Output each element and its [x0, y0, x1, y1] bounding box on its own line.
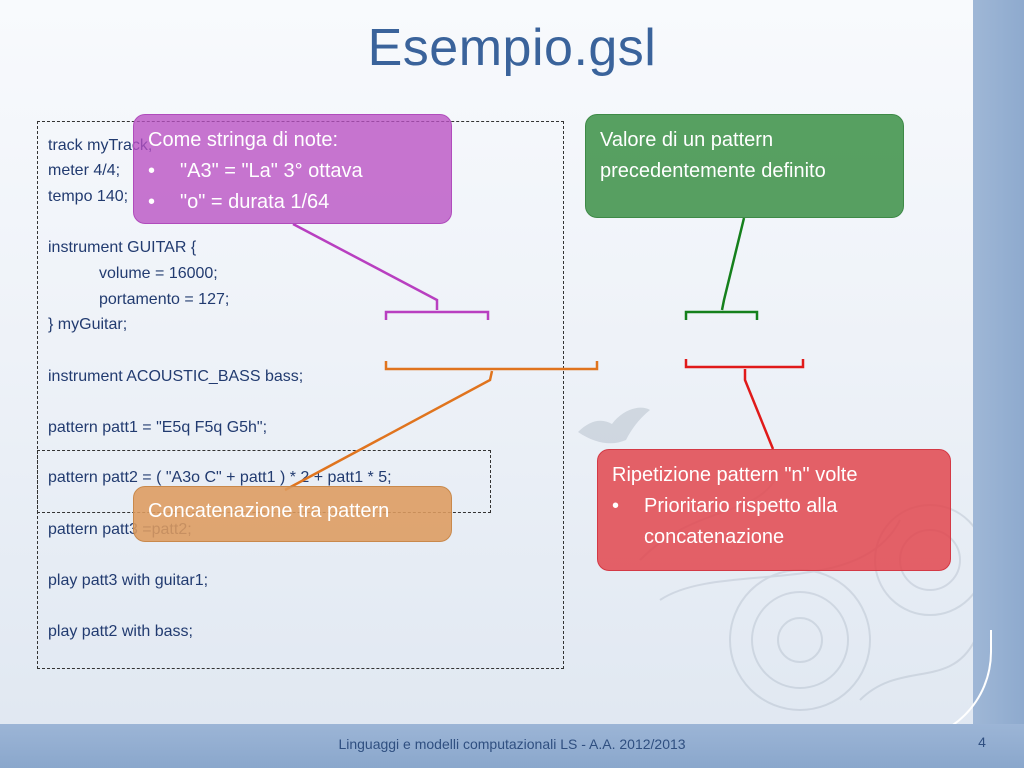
code-line: } myGuitar; — [48, 316, 128, 333]
bullet-text: "A3" = "La" 3° ottava — [180, 160, 363, 182]
callout-line: Concatenazione tra pattern — [148, 500, 390, 522]
callout-heading: Ripetizione pattern "n" volte — [612, 464, 858, 486]
bullet-item: • "A3" = "La" 3° ottava — [148, 156, 437, 187]
bird-icon — [578, 407, 650, 444]
code-line: instrument GUITAR { — [48, 239, 197, 256]
green-bracket — [684, 217, 759, 320]
bullet-text: "o" = durata 1/64 — [180, 191, 330, 213]
footer-course: Linguaggi e modelli computazionali LS - … — [338, 736, 686, 752]
code-line: volume = 16000; — [99, 265, 218, 282]
bullet-icon: • — [148, 191, 156, 213]
callout-note-string: Come stringa di note: • "A3" = "La" 3° o… — [133, 114, 452, 224]
bullet-icon: • — [612, 495, 620, 517]
code-line: play patt2 with bass; — [48, 623, 193, 640]
bullet-text: Prioritario rispetto alla concatenazione — [644, 491, 837, 553]
red-bracket — [684, 359, 805, 450]
bullet-item: • "o" = durata 1/64 — [148, 187, 437, 218]
callout-repetition: Ripetizione pattern "n" volte • Priorita… — [597, 449, 951, 571]
bullet-text-line: concatenazione — [644, 526, 785, 548]
callout-pattern-value: Valore di un pattern precedentemente def… — [585, 114, 904, 218]
callout-line: precedentemente definito — [600, 160, 826, 182]
bullet-text-line: Prioritario rispetto alla — [644, 495, 838, 517]
code-line: play patt3 with guitar1; — [48, 572, 209, 589]
code-line: pattern patt1 = "E5q F5q G5h"; — [48, 419, 268, 436]
callout-heading: Come stringa di note: — [148, 129, 339, 151]
slide-title: Esempio.gsl — [367, 19, 657, 77]
orange-bracket — [284, 361, 599, 492]
callout-line: Valore di un pattern — [600, 129, 774, 151]
code-line: instrument ACOUSTIC_BASS bass; — [48, 368, 304, 385]
page-number: 4 — [978, 734, 986, 750]
bullet-item: • Prioritario rispetto alla concatenazio… — [612, 491, 936, 553]
code-line: portamento = 127; — [99, 291, 230, 308]
code-line: meter 4/4; — [48, 162, 121, 179]
purple-bracket — [292, 222, 490, 320]
footer-band — [0, 724, 1024, 768]
code-line: pattern patt2 = ( "A3o C" + patt1 ) * 2 … — [48, 469, 392, 486]
bullet-icon: • — [148, 160, 156, 182]
callout-concatenation: Concatenazione tra pattern — [133, 486, 452, 542]
code-line: tempo 140; — [48, 188, 129, 205]
